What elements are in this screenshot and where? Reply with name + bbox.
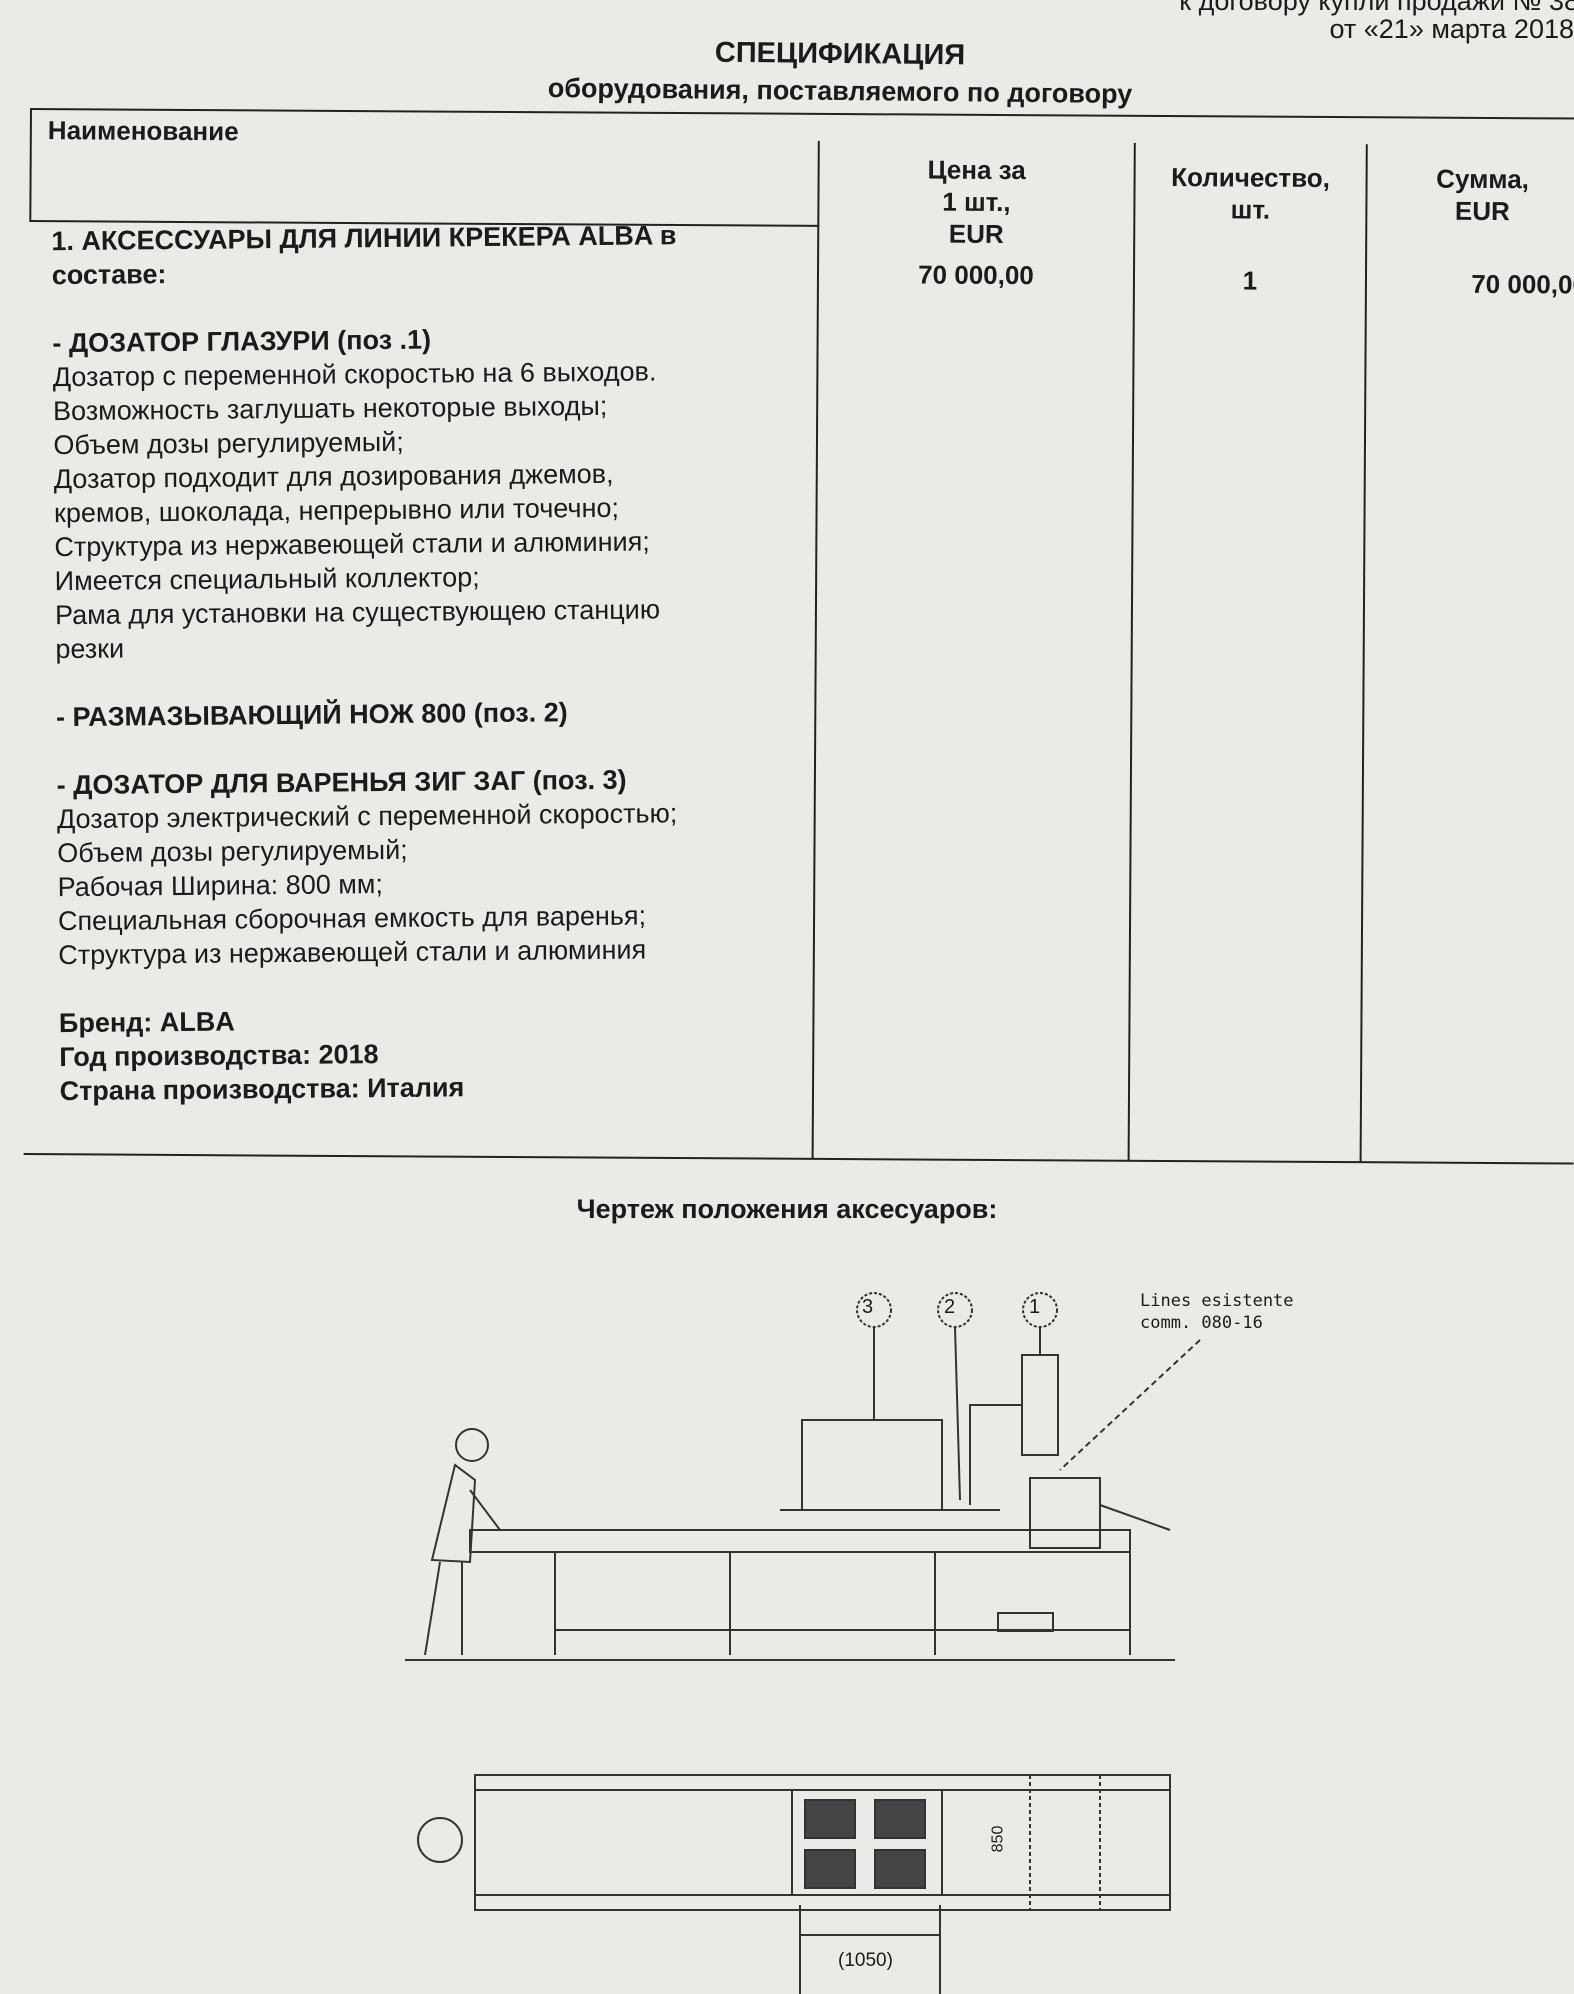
contract-date: от «21» марта 2018 bbox=[1329, 14, 1574, 44]
length-dimension: (1050) bbox=[838, 1950, 893, 1971]
operator-figure bbox=[424, 1428, 501, 1656]
contract-reference: к договору купли продажи № 381 bbox=[1179, 0, 1574, 16]
drawing-title: Чертеж положения аксесуаров: bbox=[576, 1194, 998, 1224]
existing-line-note: Lines esistente comm. 080-16 bbox=[1140, 1290, 1294, 1334]
glaze-dispenser-shape bbox=[1021, 1354, 1059, 1456]
jam-dispenser-shape bbox=[801, 1419, 943, 1511]
side-view bbox=[405, 1354, 1175, 1661]
note-line: Lines esistente bbox=[1140, 1291, 1294, 1311]
marker-2-label: 2 bbox=[944, 1296, 956, 1318]
marker-3-label: 3 bbox=[862, 1296, 874, 1318]
width-dimension: 850 bbox=[989, 1825, 1007, 1853]
position-markers bbox=[856, 1292, 1058, 1328]
note-line: comm. 080-16 bbox=[1140, 1313, 1263, 1333]
top-view bbox=[417, 1774, 1171, 1994]
marker-1-label: 1 bbox=[1029, 1296, 1041, 1318]
